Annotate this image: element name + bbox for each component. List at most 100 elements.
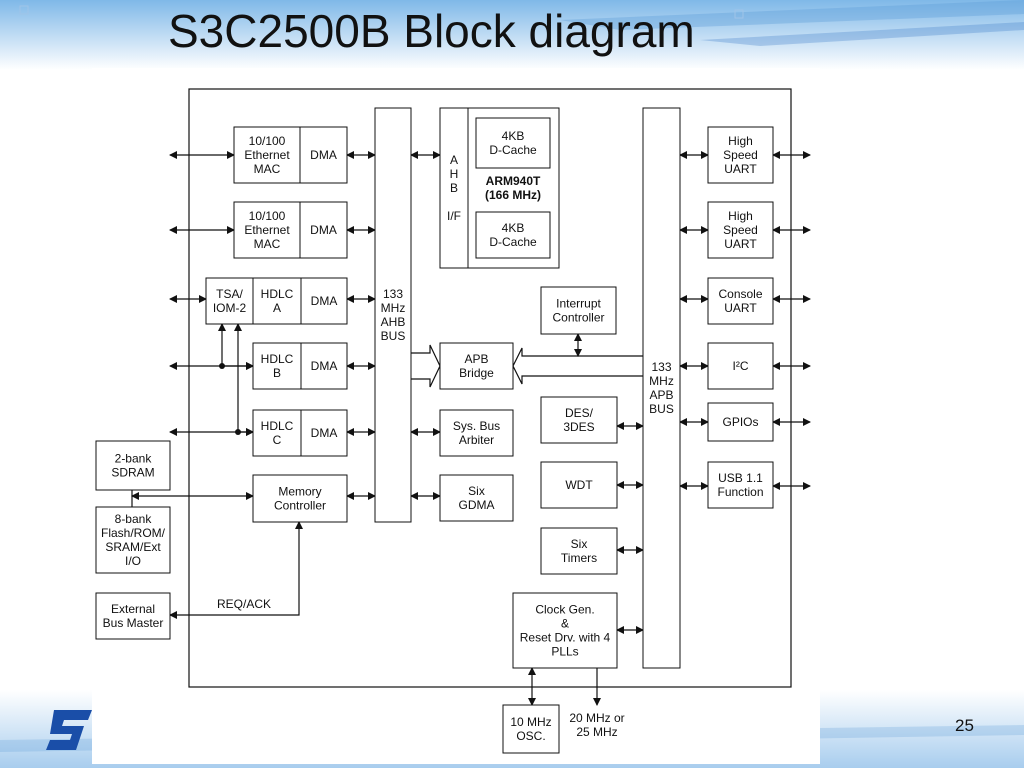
eth-mac-1-text: Ethernet — [244, 148, 290, 162]
clock-frequency-label-text: 25 MHz — [576, 725, 617, 739]
eth-dma-1-text: DMA — [310, 148, 337, 162]
des-3des-block: DES/3DES — [540, 396, 618, 444]
sys-bus-arbiter-text: Sys. Bus — [453, 419, 500, 433]
console-uart-text: UART — [724, 301, 757, 315]
des-3des-block-outline — [540, 396, 618, 444]
clock-gen-block-outline — [512, 592, 618, 669]
apb-bridge-block-outline — [439, 342, 514, 390]
tsa-iom-text: IOM-2 — [213, 301, 247, 315]
hdlc-a-dma-block: DMA — [300, 277, 348, 325]
flash-rom-text: Flash/ROM/ — [101, 526, 166, 540]
hdlc-c-dma-block-outline — [300, 409, 348, 457]
high-speed-uart-2-text: UART — [724, 237, 757, 251]
apb-bridge-text: APB — [464, 352, 488, 366]
high-speed-uart-2-text: High — [728, 209, 753, 223]
osc-text: 10 MHz — [510, 715, 551, 729]
eth-mac-2-text: MAC — [254, 237, 281, 251]
tsa-to-hdlc-c-link — [237, 324, 254, 436]
wdt-text: WDT — [565, 478, 593, 492]
tsa-iom-text: TSA/ — [216, 287, 243, 301]
ahb-if-text: I/F — [447, 209, 461, 223]
usb-function-text: Function — [717, 485, 763, 499]
eth-dma-2-block-outline — [299, 201, 348, 259]
six-gdma-text: GDMA — [459, 498, 495, 512]
memory-controller-block-outline — [252, 474, 348, 523]
d-cache-2-text: D-Cache — [489, 235, 537, 249]
hdlc-c-block-outline — [252, 409, 302, 457]
apb-bus-text: MHz — [649, 374, 674, 388]
ahb-bus-block-outline — [374, 107, 412, 523]
clock-gen-text: & — [561, 617, 569, 631]
memory-controller-text: Memory — [278, 485, 321, 499]
apb-bus-block-outline — [642, 107, 681, 669]
eth-dma-1-block: DMA — [299, 126, 348, 184]
clock-gen-text: PLLs — [551, 645, 578, 659]
memory-controller-text: Controller — [274, 499, 326, 513]
ahb-bus-text: AHB — [381, 315, 406, 329]
sdram-block-outline — [95, 440, 171, 491]
gpios-block: GPIOs — [707, 402, 774, 442]
external-bus-master-text: Bus Master — [103, 616, 164, 630]
hdlc-a-dma-text: DMA — [311, 294, 338, 308]
eth-mac-1-text: MAC — [254, 162, 281, 176]
usb-function-block-outline — [707, 461, 774, 509]
osc-text: OSC. — [516, 729, 545, 743]
ahb-if-text: B — [450, 181, 458, 195]
interrupt-controller-text: Interrupt — [556, 297, 601, 311]
d-cache-1-block-outline — [475, 117, 551, 169]
hdlc-a-text: A — [273, 301, 281, 315]
slide-title: S3C2500B Block diagram — [168, 5, 695, 57]
high-speed-uart-1-block-outline — [707, 126, 774, 184]
diagram-blocks: 10/100EthernetMACDMA10/100EthernetMACDMA… — [95, 88, 792, 754]
hdlc-c-dma-text: DMA — [311, 426, 338, 440]
connector-lines — [131, 151, 811, 706]
i2c-block-outline — [707, 342, 774, 390]
hdlc-c-text: HDLC — [261, 419, 294, 433]
ahb-bus-text: 133 — [383, 287, 403, 301]
eth-mac-2-text: Ethernet — [244, 223, 290, 237]
six-timers-block-outline — [540, 527, 618, 575]
sys-bus-arbiter-text: Arbiter — [459, 433, 494, 447]
high-speed-uart-1-text: UART — [724, 162, 757, 176]
company-logo — [46, 710, 92, 750]
ahb-if-block-outline — [439, 107, 469, 269]
gpios-block-outline — [707, 402, 774, 442]
ahb-bus-text: BUS — [381, 329, 406, 343]
req-ack-link — [169, 521, 303, 619]
d-cache-2-text: 4KB — [502, 221, 525, 235]
ahb-if-text: H — [450, 167, 459, 181]
des-3des-text: 3DES — [563, 420, 594, 434]
flash-rom-text: I/O — [125, 554, 141, 568]
flash-rom-text: 8-bank — [115, 512, 153, 526]
six-gdma-block-outline — [439, 474, 514, 522]
req-ack-label-text: REQ/ACK — [217, 597, 271, 611]
chip-boundary — [188, 88, 792, 688]
i2c-text: I²C — [733, 359, 749, 373]
apb-bus-text: 133 — [651, 360, 671, 374]
junction-dot — [235, 429, 241, 435]
external-bus-master-text: External — [111, 602, 155, 616]
high-speed-uart-1-text: Speed — [723, 148, 758, 162]
arm-core-text: ARM940T — [486, 174, 541, 188]
clock-frequency-label-text: 20 MHz or — [569, 711, 624, 725]
interrupt-controller-block-outline — [540, 286, 617, 335]
interrupt-controller-text: Controller — [552, 311, 604, 325]
eth-mac-2-text: 10/100 — [249, 209, 286, 223]
apb-bus-text: BUS — [649, 402, 674, 416]
usb-function-text: USB 1.1 — [718, 471, 763, 485]
hdlc-a-text: HDLC — [261, 287, 294, 301]
